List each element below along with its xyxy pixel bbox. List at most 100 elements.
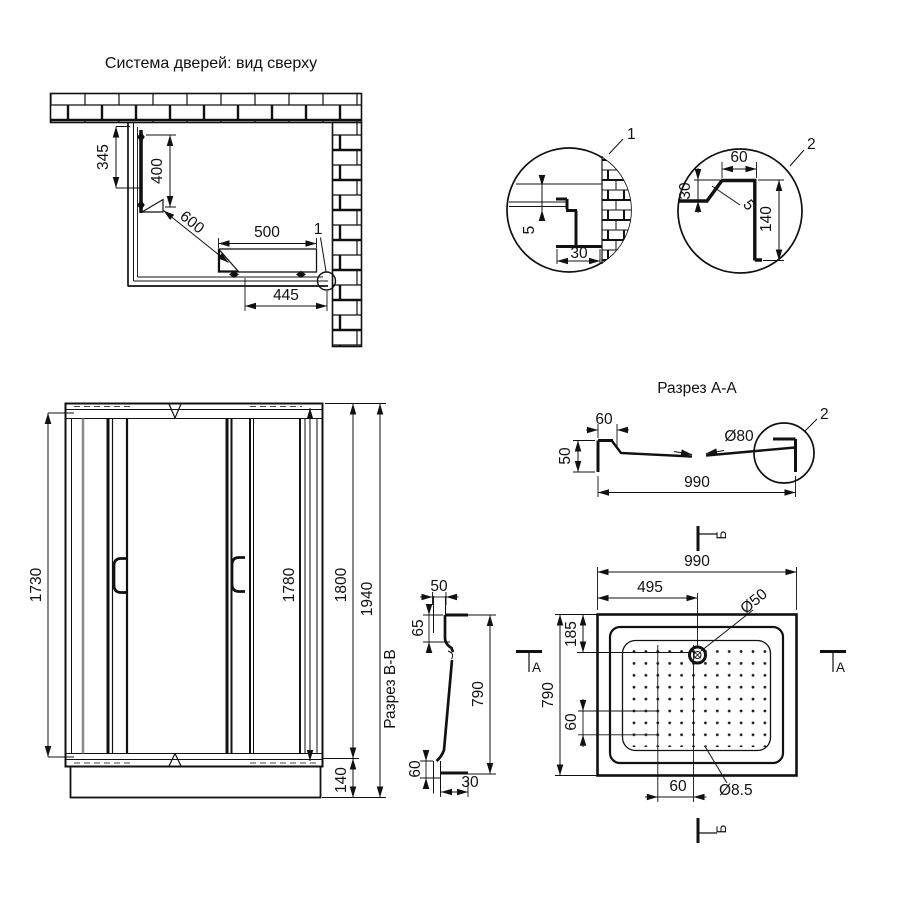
dim-990-label: 990 xyxy=(684,553,710,570)
tray-profile-bb xyxy=(433,596,468,794)
door-roller xyxy=(296,270,306,278)
dim-dimple-dia: Ø8.5 xyxy=(704,746,753,799)
dim-drain-80-label: Ø80 xyxy=(724,428,754,445)
dim-60-detail2: 60 xyxy=(721,149,757,178)
door-2 xyxy=(225,418,245,754)
dim-5-detail1: 5 xyxy=(521,175,546,234)
dim-85-label: Ø8.5 xyxy=(719,782,753,799)
callout-1-detail-label: 1 xyxy=(627,126,636,143)
dim-60-label: 60 xyxy=(730,149,748,166)
dim-60-bb: 60 xyxy=(407,750,440,789)
dim-990-tray: 990 xyxy=(597,553,797,610)
tray-profile-aa xyxy=(596,437,797,472)
dim-30-label: 30 xyxy=(677,182,694,200)
dim-60-label: 60 xyxy=(407,760,424,778)
dim-50-aa: 50 xyxy=(557,440,595,473)
front-view: 1730 1780 1800 140 1940 Разрез В-В xyxy=(28,402,399,799)
dim-500: 500 xyxy=(218,224,317,248)
tray-edge-profile xyxy=(678,178,762,262)
dim-990-label: 990 xyxy=(684,474,710,491)
dim-1780-label: 1780 xyxy=(281,567,298,602)
dim-500-label: 500 xyxy=(254,224,280,241)
door-1 xyxy=(106,418,129,754)
dim-140: 140 xyxy=(322,758,386,798)
detail-2: 60 30 5 140 2 xyxy=(677,136,816,274)
dim-1730: 1730 xyxy=(28,412,74,758)
dim-1800: 1800 xyxy=(322,403,386,759)
section-aa-title: Разрез А-А xyxy=(657,380,737,397)
dim-345-label: 345 xyxy=(95,144,112,170)
tray-basin xyxy=(621,639,772,752)
wall-hatch xyxy=(602,153,631,267)
dim-790-label: 790 xyxy=(540,682,557,708)
dim-65-bb: 65 xyxy=(410,604,450,653)
dim-30-label: 30 xyxy=(570,245,588,262)
sliding-door-left xyxy=(137,130,164,213)
dim-1940-label: 1940 xyxy=(359,581,376,616)
wall-right xyxy=(331,121,363,348)
door-handle xyxy=(230,556,245,593)
door-roller xyxy=(137,199,145,211)
rail-dashed-lines xyxy=(74,406,316,764)
door-roller xyxy=(137,131,145,143)
top-view-title: Система дверей: вид сверху xyxy=(105,55,317,72)
door-roller xyxy=(229,270,239,278)
dim-600: 600 xyxy=(163,208,229,263)
section-aa: Разрез А-А Ø80 60 50 990 2 xyxy=(557,380,829,497)
dim-60-label: 60 xyxy=(595,411,613,428)
tray-view: Ø50 990 495 185 790 60 xyxy=(516,526,846,843)
dim-990-aa: 990 xyxy=(597,474,796,497)
tray-inner-rim xyxy=(608,625,785,765)
top-rail xyxy=(66,409,322,419)
dim-185-tray: 185 xyxy=(555,614,689,653)
section-marker-b-bottom: Б xyxy=(696,818,729,843)
dim-5-detail2: 5 xyxy=(711,185,758,214)
section-bb: 50 65 790 60 xyxy=(407,578,496,797)
junction-detail-circle xyxy=(316,271,337,291)
dim-30-label: 30 xyxy=(461,774,479,791)
top-view: Система дверей: вид сверху xyxy=(49,55,363,348)
dim-30-bb: 30 xyxy=(440,774,479,797)
marker-b-label: Б xyxy=(714,824,729,833)
top-rail-notch xyxy=(168,403,182,419)
marker-b-label: Б xyxy=(714,530,729,539)
antislip-dimples xyxy=(630,648,767,747)
dim-60-col-label: 60 xyxy=(669,778,687,795)
dim-1800-label: 1800 xyxy=(333,567,350,602)
detail-2-reference-circle xyxy=(753,422,815,484)
wall-top xyxy=(49,92,363,124)
marker-a-label: А xyxy=(532,660,541,675)
dim-600-label: 600 xyxy=(176,208,207,238)
callout-2-aa-label: 2 xyxy=(820,406,829,423)
wall-profile xyxy=(556,197,602,248)
dim-30-detail1: 30 xyxy=(556,245,601,265)
dim-drain-50-label: Ø50 xyxy=(737,585,771,617)
dim-400: 400 xyxy=(146,134,176,208)
marker-a-label: А xyxy=(836,660,845,675)
dim-1940: 1940 xyxy=(359,403,384,798)
dim-1780: 1780 xyxy=(281,408,314,761)
callout-1-topview: 1 xyxy=(314,221,337,291)
dim-495-label: 495 xyxy=(637,579,663,596)
section-marker-b-top: Б xyxy=(696,526,729,551)
dim-185-label: 185 xyxy=(563,621,580,647)
door-handle xyxy=(112,557,127,594)
dim-1730-label: 1730 xyxy=(28,567,45,602)
dim-60-aa: 60 xyxy=(586,411,629,446)
dim-445: 445 xyxy=(244,278,328,311)
dim-50-label: 50 xyxy=(430,578,448,595)
dim-60-rows-tray: 60 xyxy=(563,699,657,747)
dim-140-label: 140 xyxy=(333,767,350,793)
dim-495-tray: 495 xyxy=(597,579,698,647)
dim-50-label: 50 xyxy=(557,447,574,465)
dim-445-label: 445 xyxy=(273,287,299,304)
dim-140-detail2: 140 xyxy=(758,179,784,261)
enclosure-frame xyxy=(127,123,328,287)
bottom-rail-notch xyxy=(168,753,182,767)
bottom-rail xyxy=(66,753,322,760)
dim-65-label: 65 xyxy=(410,619,427,636)
dim-50-bb: 50 xyxy=(420,578,459,605)
tray-front xyxy=(69,765,322,799)
dim-60-cols-tray: 60 xyxy=(645,645,707,802)
